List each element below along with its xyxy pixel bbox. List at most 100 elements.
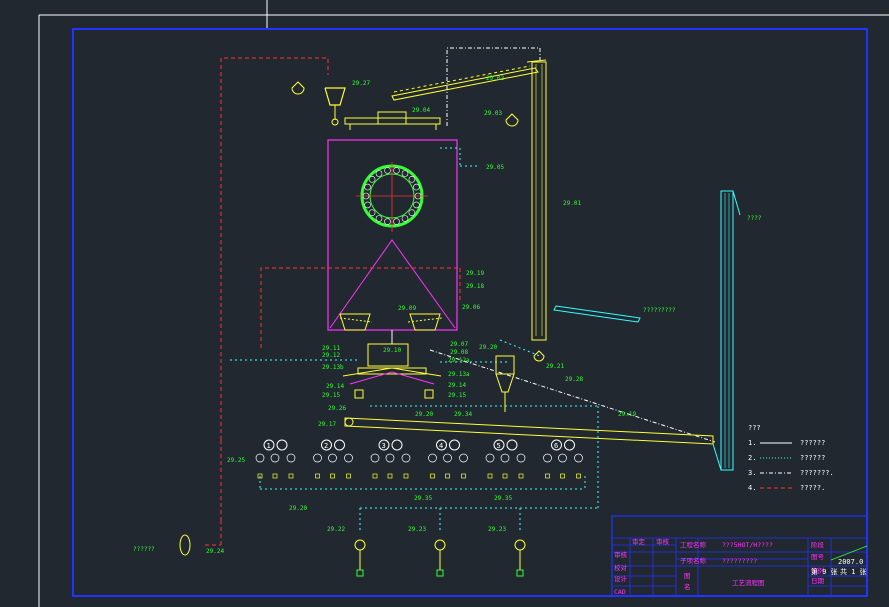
tb-mid-b: 名 xyxy=(684,582,691,591)
machine-unit: 6 xyxy=(543,439,583,479)
svg-text:?????.: ?????. xyxy=(800,484,825,492)
tb-left-g: 审核 xyxy=(656,537,670,546)
tb-mid-a: 图 xyxy=(684,572,691,580)
tb-right-c: 比例 xyxy=(811,566,824,575)
main-machine xyxy=(327,139,458,399)
ring-roller xyxy=(368,176,376,183)
cyan-dotted-lines xyxy=(230,147,599,530)
label-29-14b: 29.14 xyxy=(448,382,466,389)
label-29-18: 29.18 xyxy=(466,283,484,290)
right-elevator xyxy=(712,190,741,471)
label-29-28: 29.28 xyxy=(565,376,583,383)
label-29-07: 29.07 xyxy=(450,341,468,348)
label-29-12: 29.12 xyxy=(322,352,340,359)
label-29-13b: 29.13b xyxy=(322,364,344,371)
legend-item: 3.???????. xyxy=(748,469,834,477)
ring-roller xyxy=(364,201,371,209)
label-29-34: 29.34 xyxy=(454,411,472,418)
tb-date-value: 2007.0 xyxy=(838,558,863,566)
tb-right-d: 日期 xyxy=(811,577,825,585)
bottom-conveyor xyxy=(344,417,714,445)
label-29-04: 29.04 xyxy=(412,107,430,114)
svg-text:3.: 3. xyxy=(748,469,756,477)
ring-roller xyxy=(413,183,420,191)
label-29-11: 29.11 xyxy=(322,345,340,352)
drawing-border xyxy=(72,28,868,597)
ring-roller xyxy=(408,209,416,216)
legend-item: 1.?????? xyxy=(748,439,825,447)
label-29-35a: 29.35 xyxy=(414,495,432,502)
label-29-02: 29.02 xyxy=(486,75,504,82)
tb-right-b: 图号 xyxy=(811,553,825,561)
label-29-19b: 29.19 xyxy=(618,411,636,418)
label-29-06: 29.06 xyxy=(462,304,480,311)
label-29-12a: 29.12a xyxy=(448,357,470,364)
svg-text:1.: 1. xyxy=(748,439,756,447)
label-29-15b: 29.15 xyxy=(448,392,466,399)
label-29-23a: 29.23 xyxy=(408,526,426,533)
label-29-17: 29.17 xyxy=(318,421,336,428)
label-29-20c: 29.20 xyxy=(289,505,307,512)
ring-roller xyxy=(364,183,371,191)
ring-roller xyxy=(414,192,422,200)
label-q-top-right: ???? xyxy=(747,215,762,222)
ring-roller xyxy=(375,215,383,222)
label-29-15a: 29.15 xyxy=(322,392,340,399)
label-29-05: 29.05 xyxy=(486,164,504,171)
tb-left-a: 审核 xyxy=(614,550,628,559)
svg-text:??????: ?????? xyxy=(800,439,825,447)
label-29-24: 29.24 xyxy=(206,548,224,555)
title-block: 工程名称 ???5HOT/H???? 子项名称 ????????? 审核 校对 … xyxy=(611,515,868,597)
label-29-19a: 29.19 xyxy=(466,270,484,277)
svg-text:???????.: ???????. xyxy=(800,469,834,477)
ring-roller xyxy=(362,192,370,200)
label-29-22: 29.22 xyxy=(327,526,345,533)
label-29-03: 29.03 xyxy=(484,110,502,117)
label-29-23b: 29.23 xyxy=(488,526,506,533)
legend-item: 2.?????? xyxy=(748,454,825,462)
tb-sheet-a: 第 9 张 xyxy=(811,567,838,576)
tb-left-f: 审定 xyxy=(632,537,646,546)
label-29-14a: 29.14 xyxy=(326,383,344,390)
machine-number: 2 xyxy=(324,442,328,450)
label-q-bottom-left: ?????? xyxy=(133,546,155,553)
legend-item: 4.?????. xyxy=(748,484,825,492)
ring-roller xyxy=(413,201,420,209)
ring-roller xyxy=(393,218,400,225)
ring-roller xyxy=(384,218,391,225)
label-29-01: 29.01 xyxy=(563,200,581,207)
ring-roller xyxy=(384,167,391,174)
svg-text:2.: 2. xyxy=(748,454,756,462)
tb-r1c4: ???5HOT/H???? xyxy=(722,541,773,549)
ring-roller xyxy=(375,170,383,177)
label-29-20a: 29.20 xyxy=(415,411,433,418)
label-29-25: 29.25 xyxy=(227,457,245,464)
ring-roller xyxy=(401,170,409,177)
label-29-26: 29.26 xyxy=(328,405,346,412)
machine-unit: 5 xyxy=(485,439,526,479)
ring-roller xyxy=(401,215,409,222)
svg-text:??????: ?????? xyxy=(800,454,825,462)
ring-roller xyxy=(393,167,400,174)
ring-roller xyxy=(368,209,376,216)
svg-text:4.: 4. xyxy=(748,484,756,492)
top-feeder-group xyxy=(291,47,547,341)
part-labels: 29.27 29.02 29.04 29.03 29.05 29.01 29.1… xyxy=(133,75,762,555)
machine-number: 5 xyxy=(497,442,501,450)
drawing-frame xyxy=(38,0,889,607)
label-29-21: 29.21 xyxy=(546,363,564,370)
machine-unit: 4 xyxy=(428,439,468,479)
tb-left-e: CAD xyxy=(614,588,626,596)
label-29-08: 29.08 xyxy=(450,349,468,356)
machine-number: 4 xyxy=(439,442,443,450)
return-line xyxy=(429,349,716,443)
tb-r1c3: 工程名称 xyxy=(680,540,707,549)
machine-unit: 1 xyxy=(255,439,296,479)
machine-number: 1 xyxy=(267,442,271,450)
small-hopper xyxy=(495,350,545,412)
tb-right-a: 阶段 xyxy=(811,540,825,549)
tb-r2c4: ????????? xyxy=(722,557,757,565)
machine-number: 6 xyxy=(554,442,558,450)
